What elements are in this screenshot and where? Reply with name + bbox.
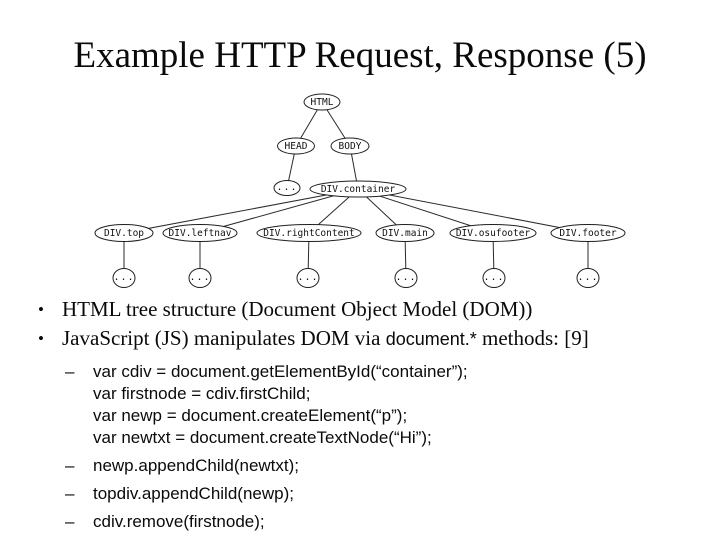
tree-node-div-leftnav-label: DIV.leftnav <box>169 228 232 239</box>
code-line-newp: var newp = document.createElement(“p”); <box>93 406 408 425</box>
code-item-declarations: – var cdiv = document.getElementById(“co… <box>65 361 698 449</box>
tree-leaf-label: ... <box>483 272 504 283</box>
tree-node-div-main: DIV.main <box>375 224 435 242</box>
tree-leaf-label: ... <box>577 272 598 283</box>
bullet-list: • HTML tree structure (Document Object M… <box>38 295 698 533</box>
dash-marker: – <box>65 484 75 503</box>
tree-node-div-leftnav: DIV.leftnav <box>162 224 238 242</box>
bullet-marker: • <box>38 300 44 319</box>
tree-node-html-label: HTML <box>311 97 334 108</box>
tree-leaf-label: ... <box>113 272 134 283</box>
dash-marker: – <box>65 512 75 531</box>
code-line: topdiv.appendChild(newp); <box>93 484 294 503</box>
tree-leaf-ellipsis-2: ... <box>188 268 212 288</box>
bullet-text-pre: JavaScript (JS) manipulates DOM via <box>62 326 386 350</box>
tree-node-body: BODY <box>330 137 370 155</box>
tree-node-html: HTML <box>303 93 341 111</box>
tree-leaf-ellipsis-1: ... <box>112 268 136 288</box>
tree-node-div-osufooter: DIV.osufooter <box>449 224 537 242</box>
tree-leaf-label: ... <box>395 272 416 283</box>
dom-tree-diagram: HTML HEAD BODY ... DIV.container DIV.top… <box>94 93 626 288</box>
code-lines: var cdiv = document.getElementById(“cont… <box>93 361 698 449</box>
code-line: cdiv.remove(firstnode); <box>93 512 265 531</box>
bullet-item-dom-tree: • HTML tree structure (Document Object M… <box>38 295 698 324</box>
tree-leaf-ellipsis-3: ... <box>296 268 320 288</box>
bullet-text-post: methods: [9] <box>476 326 589 350</box>
tree-leaf-ellipsis-6: ... <box>576 268 600 288</box>
tree-leaf-label: ... <box>189 272 210 283</box>
bullet-text: JavaScript (JS) manipulates DOM via docu… <box>62 324 589 354</box>
bullet-text: HTML tree structure (Document Object Mod… <box>62 297 533 321</box>
slide-title: Example HTTP Request, Response (5) <box>73 35 647 76</box>
dash-marker: – <box>65 362 75 381</box>
code-item-remove-firstnode: – cdiv.remove(firstnode); <box>65 511 698 533</box>
bullet-marker: • <box>38 329 44 348</box>
tree-node-div-top-label: DIV.top <box>104 228 144 239</box>
code-line-cdiv: var cdiv = document.getElementById(“cont… <box>93 362 468 381</box>
tree-node-div-top: DIV.top <box>94 224 154 242</box>
tree-node-div-container: DIV.container <box>309 180 407 198</box>
code-line-newtxt: var newtxt = document.createTextNode(“Hi… <box>93 428 432 447</box>
code-item-appendchild-newtxt: – newp.appendChild(newtxt); <box>65 455 698 477</box>
tree-node-div-main-label: DIV.main <box>382 228 428 239</box>
tree-node-head-ellipsis-label: ... <box>276 182 297 193</box>
code-line: newp.appendChild(newtxt); <box>93 456 300 475</box>
tree-node-div-container-label: DIV.container <box>321 184 396 195</box>
tree-node-div-rightcontent: DIV.rightContent <box>256 224 362 242</box>
inline-code-document-star: document.* <box>385 329 477 349</box>
tree-node-div-footer: DIV.footer <box>550 224 626 242</box>
tree-node-div-footer-label: DIV.footer <box>559 228 616 239</box>
tree-node-head-ellipsis: ... <box>273 180 301 196</box>
tree-node-body-label: BODY <box>339 141 362 152</box>
tree-node-head: HEAD <box>277 137 315 155</box>
code-line-firstnode: var firstnode = cdiv.firstChild; <box>93 384 311 403</box>
tree-leaf-ellipsis-4: ... <box>394 268 418 288</box>
tree-node-head-label: HEAD <box>285 141 308 152</box>
tree-leaf-label: ... <box>297 272 318 283</box>
tree-node-div-rightcontent-label: DIV.rightContent <box>263 228 355 239</box>
tree-leaf-ellipsis-5: ... <box>482 268 506 288</box>
tree-node-div-osufooter-label: DIV.osufooter <box>456 228 531 239</box>
code-item-appendchild-newp: – topdiv.appendChild(newp); <box>65 483 698 505</box>
bullet-item-javascript: • JavaScript (JS) manipulates DOM via do… <box>38 324 698 354</box>
code-sub-bullets: – var cdiv = document.getElementById(“co… <box>65 361 698 533</box>
dash-marker: – <box>65 456 75 475</box>
